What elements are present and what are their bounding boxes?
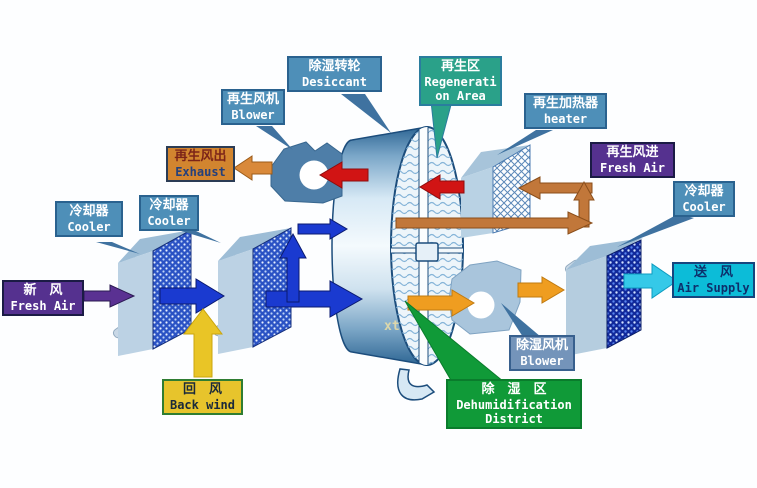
fresh-air-inlet-label-en: Fresh Air (10, 299, 76, 313)
dehum-district-label-en2: District (485, 412, 543, 426)
back-wind-arrow (182, 308, 224, 378)
fresh-air-inlet-label: 新 风 Fresh Air (2, 280, 84, 316)
cooler2-label-pointer (178, 230, 221, 243)
exhaust-label: 再生风出 Exhaust (166, 146, 235, 182)
desiccant-wheel-label-zh: 除湿转轮 (308, 59, 361, 74)
cooler1-label-pointer (96, 242, 140, 254)
regen-heater-label-zh: 再生加热器 (532, 96, 598, 111)
cooler3-side-face (566, 256, 607, 356)
regen-blower-label: 再生风机 Blower (221, 89, 285, 125)
cooler2-box (212, 227, 292, 354)
cooler2-coil-face (252, 227, 292, 348)
regen-area-label-en1: Regenerati (424, 75, 497, 89)
process-air-branch-right-arrow (297, 218, 348, 240)
cooler2-top-face (218, 228, 291, 261)
regen-blower-label-zh: 再生风机 (226, 92, 279, 107)
regen-fresh-air-label-en: Fresh Air (599, 161, 666, 175)
exhaust-label-en: Exhaust (175, 165, 226, 179)
fresh-air-arrow (83, 284, 136, 308)
dehum-district-label: 除 湿 区 Dehumidification District (446, 379, 582, 429)
cooler2-side-face (218, 249, 253, 354)
heater-top-face (461, 145, 530, 178)
cooler1-label: 冷却器 Cooler (55, 201, 123, 237)
dehum-blower-label-en: Blower (520, 354, 564, 368)
process-air-branch-up-arrow (279, 232, 307, 303)
desiccant-wheel-label-en: Desiccant (301, 75, 368, 89)
dehum-blower-label-pointer (501, 303, 541, 337)
cooler3-label-zh: 冷却器 (684, 184, 724, 199)
regen-area-label: 再生区 Regenerati on Area (419, 56, 502, 106)
watermark-text: xt (384, 319, 400, 334)
cooler1-top-face (118, 230, 191, 263)
dehum-district-label-en1: Dehumidification (456, 398, 572, 412)
cooler3-coil-face (606, 239, 642, 349)
cooler3-label-en: Cooler (682, 200, 726, 214)
heater-label-pointer (497, 130, 553, 155)
heater-box (461, 144, 531, 238)
process-air-arrow-cooler2-to-wheel (265, 280, 364, 318)
dehum-blower-label-zh: 除湿风机 (515, 338, 568, 353)
process-air-arrow-cooler1-to-cooler2 (159, 278, 225, 314)
back-wind-label-zh: 回 风 (182, 382, 222, 397)
regen-fresh-air-label: 再生风进 Fresh Air (590, 142, 675, 178)
regen-blower-inlet (299, 160, 329, 190)
cooler2-label-en: Cooler (147, 214, 191, 228)
regen-area-label-en2: on Area (435, 89, 486, 103)
cooler2-label-zh: 冷却器 (149, 198, 189, 213)
wheel-hub (415, 242, 439, 262)
rotation-indicator-arrow (397, 368, 436, 401)
back-wind-label: 回 风 Back wind (162, 379, 243, 415)
air-supply-arrow (623, 263, 678, 299)
regen-blower-label-en: Blower (231, 108, 275, 122)
back-wind-label-en: Back wind (169, 398, 236, 412)
cooler3-label-pointer (617, 214, 694, 247)
dehum-blower-label: 除湿风机 Blower (509, 335, 575, 371)
regen-area-label-zh: 再生区 (440, 59, 480, 74)
cooler2-label: 冷却器 Cooler (139, 195, 199, 231)
air-supply-label-en: Air Supply (677, 281, 750, 295)
regen-fresh-air-label-zh: 再生风进 (606, 145, 659, 160)
fresh-air-inlet-label-zh: 新 风 (23, 283, 63, 298)
desiccant-label-pointer (341, 94, 391, 133)
dehum-blower-inlet (467, 291, 495, 319)
regen-hot-air-arrow-heater-to-wheel (419, 174, 465, 200)
air-supply-label-zh: 送 风 (693, 265, 733, 280)
desiccant-wheel-label: 除湿转轮 Desiccant (287, 56, 382, 92)
exhaust-label-zh: 再生风出 (174, 149, 227, 164)
dry-air-arrow-blower-to-cooler (517, 276, 565, 304)
cooler3-label: 冷却器 Cooler (673, 181, 735, 217)
exhaust-arrow (233, 155, 273, 181)
dehum-district-label-zh: 除 湿 区 (481, 382, 547, 397)
air-supply-label: 送 风 Air Supply (672, 262, 755, 298)
cooler3-top-face (566, 238, 643, 270)
regen-heater-label-en: heater (543, 112, 588, 126)
regen-air-duct-arrow (395, 211, 594, 235)
cooler3-box (564, 238, 643, 356)
regen-blower-label-pointer (256, 126, 293, 150)
dehum-blower-fan (448, 260, 522, 335)
regen-heater-label: 再生加热器 heater (524, 93, 607, 129)
cooler1-side-face (118, 251, 153, 356)
regen-hot-air-arrow-wheel-to-blower (319, 161, 369, 189)
cooler1-label-en: Cooler (67, 220, 111, 234)
regen-blower-fan (270, 141, 343, 204)
cooler1-label-zh: 冷却器 (69, 204, 109, 219)
